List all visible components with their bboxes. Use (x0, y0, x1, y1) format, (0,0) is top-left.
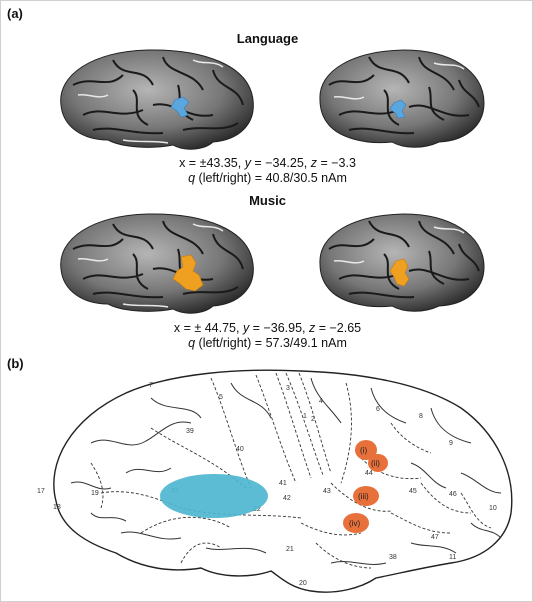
music-q-line: q (left/right) = 57.3/49.1 nAm (1, 336, 533, 351)
area-40: 40 (236, 446, 244, 453)
svg-text:(ii): (ii) (371, 459, 380, 468)
area-43: 43 (323, 488, 331, 495)
marker-iii: (iii) (353, 486, 379, 506)
area-9: 9 (449, 440, 453, 447)
area-2: 2 (311, 416, 315, 423)
marker-iv: (iv) (343, 513, 369, 533)
area-8: 8 (419, 413, 423, 420)
language-region-highlight (160, 474, 268, 518)
area-46: 46 (449, 491, 457, 498)
svg-text:(iv): (iv) (349, 519, 360, 528)
marker-ii: (ii) (368, 454, 388, 472)
area-39: 39 (186, 428, 194, 435)
language-heading: Language (1, 31, 533, 46)
brodmann-area-diagram: 7 5 3 4 6 8 39 40 9 17 18 19 37 41 43 42… (31, 363, 521, 599)
area-42: 42 (283, 495, 291, 502)
area-7: 7 (149, 382, 153, 389)
area-10: 10 (489, 505, 497, 512)
area-20: 20 (299, 580, 307, 587)
area-6: 6 (376, 406, 380, 413)
svg-text:(i): (i) (360, 446, 367, 455)
area-5: 5 (219, 394, 223, 401)
music-right-hemisphere-image (314, 209, 489, 317)
area-41: 41 (279, 480, 287, 487)
area-4: 4 (319, 398, 323, 405)
area-1: 1 (303, 413, 307, 420)
area-21: 21 (286, 546, 294, 553)
area-3: 3 (286, 385, 290, 392)
area-44: 44 (365, 470, 373, 477)
area-45: 45 (409, 488, 417, 495)
area-17: 17 (37, 488, 45, 495)
language-q-line: q (left/right) = 40.8/30.5 nAm (1, 171, 533, 186)
language-xyz-line: x = ±43.35, y = −34.25, z = −3.3 (1, 156, 533, 171)
music-left-hemisphere-image (53, 209, 258, 317)
panel-b-label: (b) (7, 356, 24, 371)
language-right-hemisphere-image (314, 45, 489, 153)
svg-text:(iii): (iii) (358, 492, 369, 501)
panel-a-label: (a) (7, 6, 23, 21)
language-left-hemisphere-image (53, 45, 258, 153)
music-xyz-line: x = ± 44.75, y = −36.95, z = −2.65 (1, 321, 533, 336)
music-coordinates: x = ± 44.75, y = −36.95, z = −2.65 q (le… (1, 321, 533, 351)
music-heading: Music (1, 193, 533, 208)
area-18: 18 (53, 504, 61, 511)
area-38: 38 (389, 554, 397, 561)
area-11: 11 (449, 554, 456, 561)
language-coordinates: x = ±43.35, y = −34.25, z = −3.3 q (left… (1, 156, 533, 186)
area-47: 47 (431, 534, 439, 541)
area-19: 19 (91, 490, 99, 497)
